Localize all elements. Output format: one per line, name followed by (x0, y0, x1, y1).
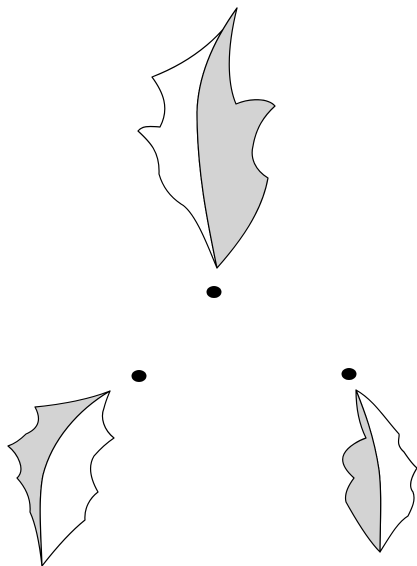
right-dot (342, 368, 357, 380)
center-dot (207, 286, 222, 298)
left-dot (132, 370, 147, 382)
